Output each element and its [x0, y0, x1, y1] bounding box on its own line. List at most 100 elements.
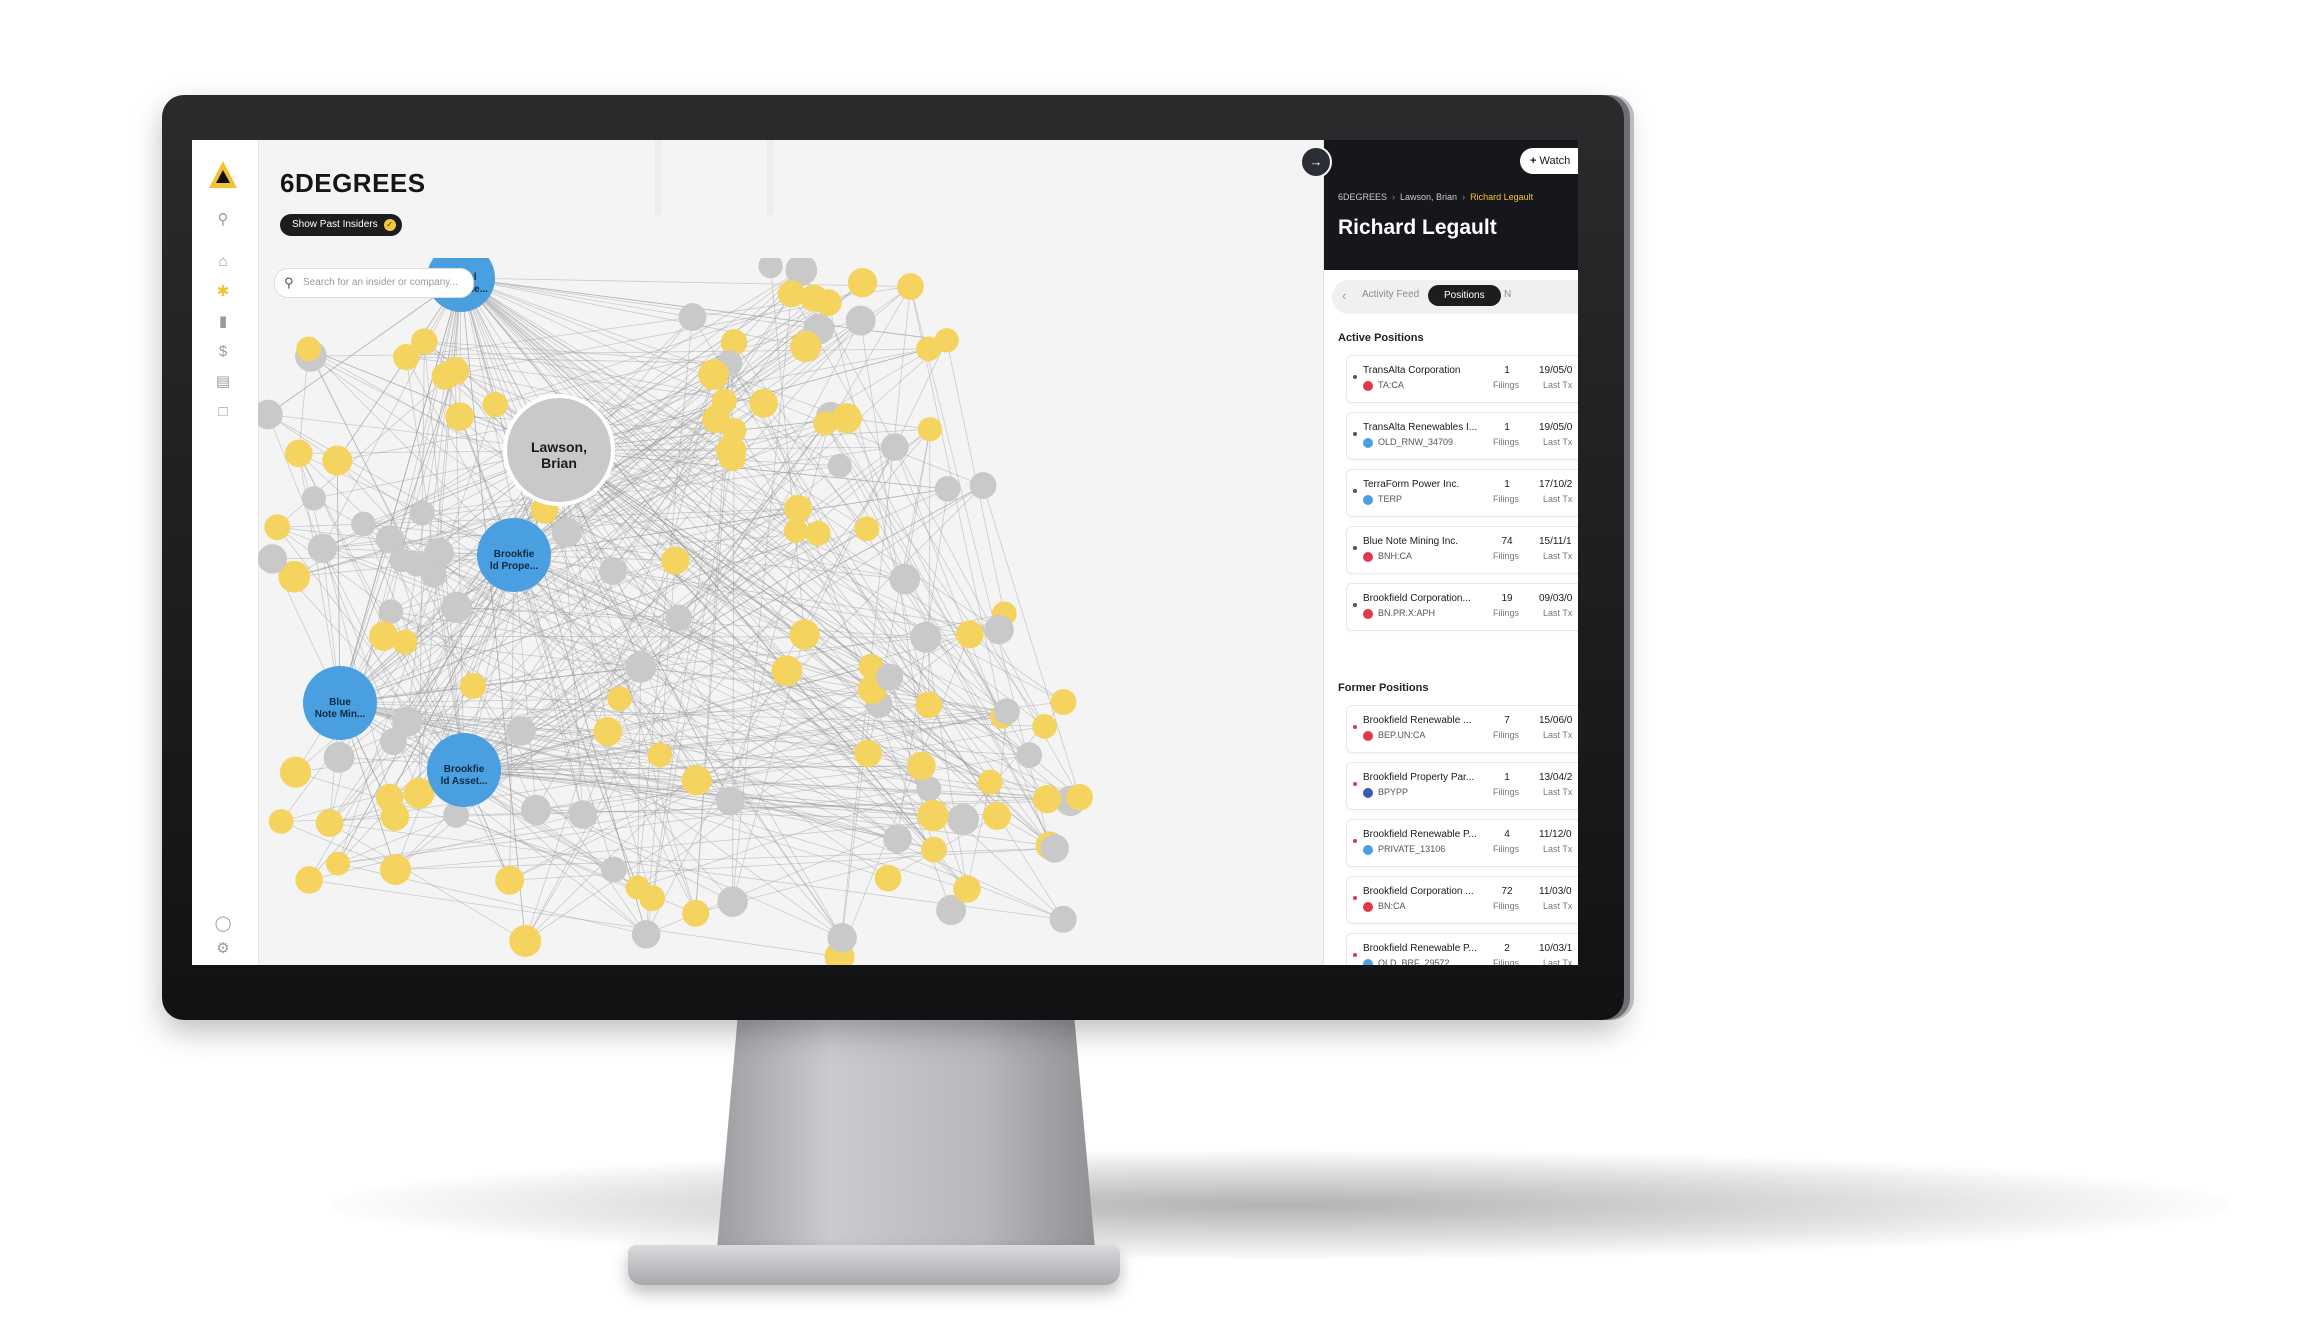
insider-node[interactable]: [392, 706, 423, 737]
company-node[interactable]: [278, 560, 311, 593]
show-past-insiders-button[interactable]: Show Past Insiders ✓: [280, 214, 402, 236]
insider-node[interactable]: [934, 476, 961, 502]
company-node[interactable]: [814, 289, 842, 317]
insider-node[interactable]: [258, 399, 283, 430]
company-node[interactable]: [847, 267, 878, 298]
insider-node[interactable]: [947, 803, 979, 836]
highlighted-insider-node[interactable]: [599, 557, 627, 585]
company-node[interactable]: [907, 751, 936, 781]
insider-node[interactable]: [443, 802, 470, 828]
company-node[interactable]: [315, 809, 344, 837]
insider-node[interactable]: [600, 856, 627, 883]
insider-node[interactable]: [631, 920, 661, 949]
company-node[interactable]: [393, 344, 420, 371]
company-node[interactable]: [813, 411, 838, 436]
company-node[interactable]: [403, 777, 435, 809]
insider-node[interactable]: [993, 698, 1020, 725]
company-node[interactable]: [915, 691, 943, 719]
insider-node[interactable]: [378, 599, 404, 624]
company-node[interactable]: [411, 328, 438, 355]
insider-node[interactable]: [876, 663, 904, 691]
company-node[interactable]: [639, 885, 666, 912]
company-node[interactable]: [325, 851, 351, 876]
company-node[interactable]: [460, 672, 487, 700]
insider-node[interactable]: [717, 886, 748, 917]
company-node[interactable]: [790, 330, 822, 363]
insider-node[interactable]: [845, 305, 876, 336]
insider-node[interactable]: [889, 563, 921, 595]
company-node[interactable]: [279, 756, 312, 788]
company-node[interactable]: [268, 809, 294, 834]
company-node[interactable]: [295, 866, 323, 894]
company-node[interactable]: [431, 362, 459, 390]
company-node[interactable]: [716, 435, 747, 466]
insider-node[interactable]: [785, 258, 818, 286]
document-icon[interactable]: □: [218, 402, 228, 420]
news-icon[interactable]: ▤: [215, 373, 231, 390]
insider-node[interactable]: [625, 651, 657, 683]
company-node[interactable]: [777, 280, 805, 308]
insider-node[interactable]: [380, 728, 407, 756]
company-node[interactable]: [983, 801, 1011, 830]
insider-node[interactable]: [568, 800, 598, 829]
dollar-icon[interactable]: $: [218, 342, 228, 360]
company-node[interactable]: [955, 620, 984, 649]
insider-node[interactable]: [403, 551, 429, 577]
company-hub-node[interactable]: Brookfield Prope...: [477, 518, 551, 592]
insider-node[interactable]: [423, 537, 454, 569]
search-input[interactable]: ⚲ Search for an insider or company...: [274, 268, 474, 298]
company-node[interactable]: [831, 403, 862, 434]
company-node[interactable]: [783, 518, 809, 543]
insider-node[interactable]: [916, 776, 942, 802]
company-node[interactable]: [445, 402, 474, 431]
insider-node[interactable]: [258, 544, 288, 574]
help-icon[interactable]: ◯: [214, 915, 232, 932]
collapse-panel-button[interactable]: →: [1300, 146, 1332, 178]
insider-node[interactable]: [715, 786, 745, 816]
tab-activity-feed[interactable]: Activity Feed: [1362, 289, 1420, 300]
company-node[interactable]: [681, 765, 712, 796]
selected-insider-node[interactable]: Lawson,Brian: [503, 394, 615, 506]
company-node[interactable]: [607, 686, 632, 712]
company-node[interactable]: [897, 273, 924, 300]
settings-icon[interactable]: ⚙: [216, 940, 230, 957]
company-node[interactable]: [916, 336, 941, 362]
breadcrumb-item[interactable]: 6DEGREES: [1338, 192, 1388, 202]
company-node[interactable]: [1050, 689, 1077, 716]
company-node[interactable]: [784, 494, 812, 523]
insider-node[interactable]: [521, 794, 552, 825]
company-node[interactable]: [953, 875, 981, 903]
company-node[interactable]: [379, 854, 412, 886]
company-node[interactable]: [874, 864, 902, 892]
company-node[interactable]: [934, 328, 959, 353]
insider-node[interactable]: [936, 895, 967, 926]
insider-node[interactable]: [678, 303, 707, 331]
company-node[interactable]: [711, 388, 737, 414]
breadcrumb-item[interactable]: Lawson, Brian: [1400, 192, 1458, 202]
insider-node[interactable]: [440, 591, 473, 623]
chevron-left-icon[interactable]: ‹: [1342, 288, 1347, 303]
insider-node[interactable]: [827, 923, 857, 953]
tab-positions[interactable]: Positions: [1428, 285, 1501, 306]
insider-node[interactable]: [984, 614, 1014, 645]
company-node[interactable]: [482, 391, 508, 418]
insider-node[interactable]: [551, 517, 582, 548]
company-node[interactable]: [1033, 784, 1062, 814]
company-node[interactable]: [854, 739, 882, 768]
search-icon[interactable]: ⚲: [217, 211, 229, 228]
insider-node[interactable]: [969, 472, 997, 499]
insider-node[interactable]: [307, 533, 338, 564]
insider-node[interactable]: [323, 741, 355, 773]
company-node[interactable]: [720, 329, 748, 356]
insider-node[interactable]: [881, 433, 909, 461]
watch-button[interactable]: + Watch: [1520, 148, 1578, 174]
company-node[interactable]: [509, 925, 542, 957]
